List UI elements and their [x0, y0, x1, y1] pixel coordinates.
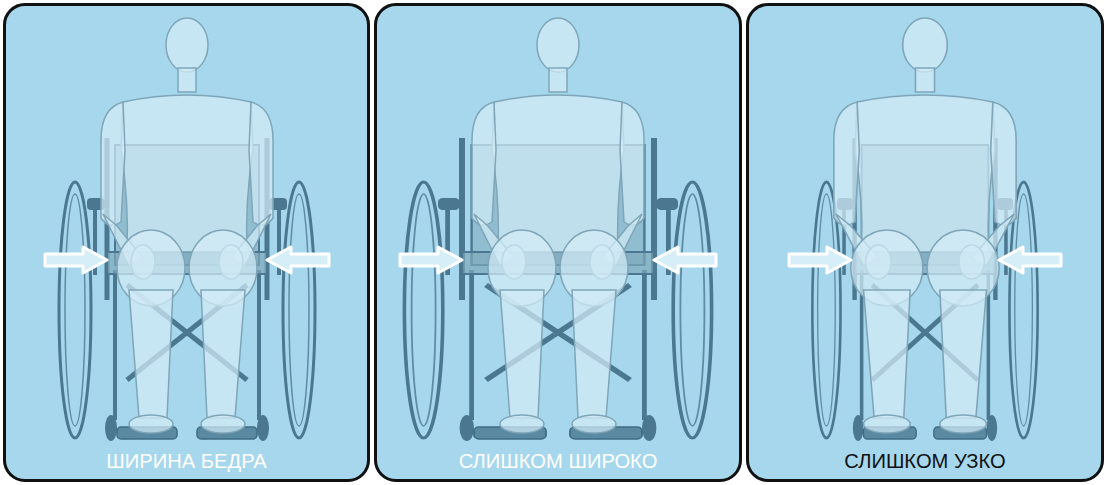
width-arrow: [999, 247, 1061, 273]
width-arrow: [400, 247, 462, 273]
panel: СЛИШКОМ ШИРОКО: [374, 3, 742, 482]
panel: СЛИШКОМ УЗКО: [746, 3, 1104, 482]
width-arrow: [654, 247, 716, 273]
width-arrow: [267, 247, 329, 273]
panel-caption: СЛИШКОМ ШИРОКО: [377, 449, 739, 473]
panel-ground: [746, 3, 1104, 482]
panel-caption: СЛИШКОМ УЗКО: [749, 449, 1101, 473]
width-arrow: [45, 247, 107, 273]
panel-ground: [3, 3, 370, 482]
seated-person: [472, 18, 644, 433]
panel: ШИРИНА БЕДРА: [3, 3, 370, 482]
seated-person: [834, 18, 1016, 433]
panel-ground: [374, 3, 742, 482]
width-arrow: [789, 247, 851, 273]
seated-person: [101, 18, 273, 433]
panel-caption: ШИРИНА БЕДРА: [6, 449, 367, 473]
